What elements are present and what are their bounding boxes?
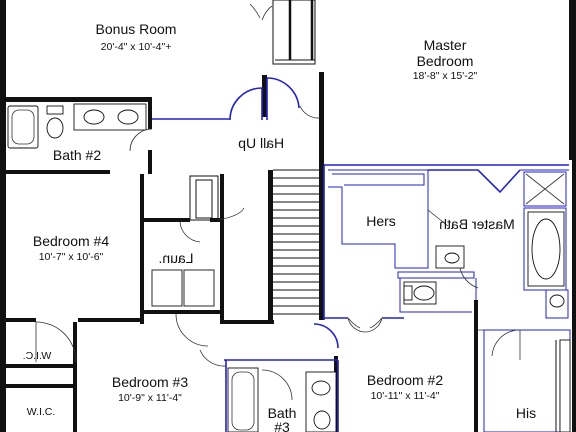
bedroom-2-name: Bedroom #2 <box>367 372 443 388</box>
master-bath-label: Master Bath <box>439 216 514 232</box>
bedroom-2-size: 10'-11" x 11'-4" <box>371 390 440 402</box>
master-bedroom-size: 18'-8" x 15'-2" <box>413 70 478 82</box>
laundry-label: Laun. <box>158 250 193 266</box>
stairs <box>273 169 319 315</box>
hall-doors <box>152 77 321 121</box>
bedroom-3-name: Bedroom #3 <box>112 374 188 390</box>
bonus-room-size: 20'-4" x 10'-4"+ <box>101 41 172 53</box>
hall-up-label: Hall Up <box>238 135 284 151</box>
bath-3-name-line1: Bath <box>268 405 297 421</box>
room-labels: Bonus Room 20'-4" x 10'-4"+ Master Bedro… <box>23 21 536 432</box>
hers-closet-label: Hers <box>366 213 396 229</box>
master-bedroom-name-line1: Master <box>424 37 467 53</box>
bath-2-label: Bath #2 <box>53 147 101 163</box>
bath-3-name-line2: #3 <box>274 419 290 432</box>
master-suite-outline <box>323 164 571 432</box>
bedroom-4-name: Bedroom #4 <box>33 233 109 249</box>
bath-2-fixtures <box>7 103 153 152</box>
interior-walls <box>6 72 478 432</box>
his-closet-label: His <box>516 405 536 421</box>
bedroom-4-size: 10'-7" x 10'-6" <box>39 251 104 263</box>
bonus-room-name: Bonus Room <box>96 21 177 37</box>
wic-2-label: W.I.C. <box>27 406 56 418</box>
laundry-closet <box>151 175 245 347</box>
bonus-room-closet <box>249 0 316 65</box>
bedroom-3-size: 10'-9" x 11'-4" <box>118 392 182 404</box>
master-bedroom-name-line2: Bedroom <box>417 53 474 69</box>
bath-3-outline <box>199 323 339 432</box>
wic-1-label: W.I.C. <box>23 350 52 362</box>
bedroom-4-doors <box>35 321 77 363</box>
